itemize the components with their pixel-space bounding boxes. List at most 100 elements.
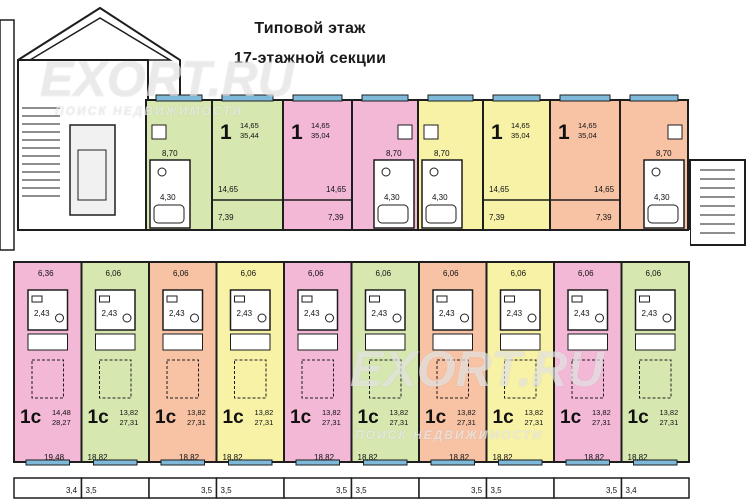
room-area: 18,82 <box>314 453 335 462</box>
area-living: 13,82 <box>659 408 679 417</box>
area-living: 13,82 <box>254 408 274 417</box>
area-total: 27,31 <box>659 418 679 427</box>
bathroom-area: 4,30 <box>654 193 670 202</box>
room-count: 1с <box>560 407 582 428</box>
bathtub <box>153 204 185 224</box>
bathroom-area: 2,43 <box>574 309 590 318</box>
toilet <box>651 167 661 177</box>
bottom-unit-window <box>565 459 610 466</box>
washbasin <box>504 295 515 303</box>
room-count: 1с <box>155 407 177 428</box>
top-unit-window <box>221 94 274 102</box>
bed-outline <box>301 359 334 399</box>
top-unit-window <box>492 94 541 102</box>
kitchen-counter <box>567 333 608 351</box>
lift-cabin <box>77 149 107 201</box>
washbasin <box>639 295 650 303</box>
kitchen-area: 8,70 <box>656 149 672 158</box>
room-count: 1 <box>491 121 503 144</box>
area-total: 27,31 <box>119 418 139 427</box>
bed-outline <box>571 359 604 399</box>
balcony <box>620 477 690 499</box>
room-count: 1с <box>357 407 379 428</box>
area-living: 14,65 <box>240 121 259 130</box>
top-unit-window <box>559 94 611 102</box>
loggia-area: 7,39 <box>218 213 234 222</box>
toilet <box>381 167 391 177</box>
plan-title-line2: 17-этажной секции <box>233 50 387 67</box>
bed-outline <box>234 359 267 399</box>
area-total: 35,04 <box>311 131 330 140</box>
kitchen-area: 6,06 <box>173 269 189 278</box>
room-count: 1с <box>20 407 42 428</box>
area-living: 13,82 <box>389 408 409 417</box>
balcony-area: 3,4 <box>625 486 637 495</box>
bathtub <box>647 204 679 224</box>
bottom-unit-window <box>295 459 340 466</box>
bed-outline <box>369 359 402 399</box>
toilet <box>460 313 469 323</box>
balcony-area: 3,5 <box>220 486 232 495</box>
room-count: 1 <box>291 121 303 144</box>
bathroom-area: 2,43 <box>641 309 658 318</box>
stove <box>667 124 683 140</box>
room-area: 18,82 <box>584 453 605 462</box>
loggia-area: 7,39 <box>328 213 344 222</box>
toilet <box>595 313 604 323</box>
room-area: 18,82 <box>87 453 108 462</box>
area-total: 35,04 <box>578 131 597 140</box>
area-living: 14,65 <box>311 121 330 130</box>
bathroom-area: 4,30 <box>384 193 400 202</box>
kitchen-counter <box>230 333 271 351</box>
area-total: 27,31 <box>254 418 274 427</box>
bed-outline <box>436 359 469 399</box>
room-area: 19,48 <box>44 453 65 462</box>
balcony-area: 3,5 <box>336 486 348 495</box>
kitchen-area: 6,06 <box>308 269 324 278</box>
toilet <box>257 313 267 323</box>
bottom-unit-window <box>93 459 138 466</box>
bottom-unit-window <box>633 459 678 466</box>
area-total: 27,31 <box>457 418 476 427</box>
bottom-unit-window <box>228 459 273 466</box>
washbasin <box>571 295 583 303</box>
bathroom-area: 4,30 <box>432 193 448 202</box>
right-stair <box>689 159 746 246</box>
room-count: 1с <box>222 407 244 428</box>
room-count: 1 <box>220 121 232 144</box>
area-living: 14,65 <box>578 121 597 130</box>
kitchen-counter <box>365 333 406 351</box>
washbasin <box>301 295 313 303</box>
bathroom-area: 2,43 <box>304 309 320 318</box>
kitchen-area: 6,06 <box>578 269 594 278</box>
bathroom-area: 2,43 <box>439 309 455 318</box>
kitchen-counter <box>297 333 338 351</box>
bathroom-area: 2,43 <box>101 309 118 318</box>
bathtub <box>425 204 457 224</box>
room-area: 18,82 <box>449 453 470 462</box>
room-area: 18,82 <box>179 453 200 462</box>
area-living: 13,82 <box>119 408 139 417</box>
bathroom-area: 2,43 <box>236 309 253 318</box>
kitchen-area: 6,06 <box>240 269 257 278</box>
toilet <box>392 313 402 323</box>
washbasin <box>436 295 448 303</box>
bed-outline <box>639 359 672 399</box>
area-total: 27,31 <box>389 418 409 427</box>
kitchen-counter <box>635 333 676 351</box>
room-area: 14,65 <box>326 185 347 194</box>
bathroom-area: 4,30 <box>160 193 176 202</box>
balcony-area: 3,5 <box>355 486 367 495</box>
top-unit <box>549 99 621 231</box>
balcony-area: 3,5 <box>85 486 97 495</box>
kitchen-area: 6,06 <box>443 269 459 278</box>
bed-outline <box>99 359 132 399</box>
kitchen-area: 8,70 <box>162 149 178 158</box>
kitchen-area: 6,06 <box>645 269 662 278</box>
top-unit-window <box>629 94 679 102</box>
area-living: 13,82 <box>592 408 611 417</box>
room-area: 18,82 <box>627 453 648 462</box>
kitchen-area: 6,06 <box>375 269 392 278</box>
